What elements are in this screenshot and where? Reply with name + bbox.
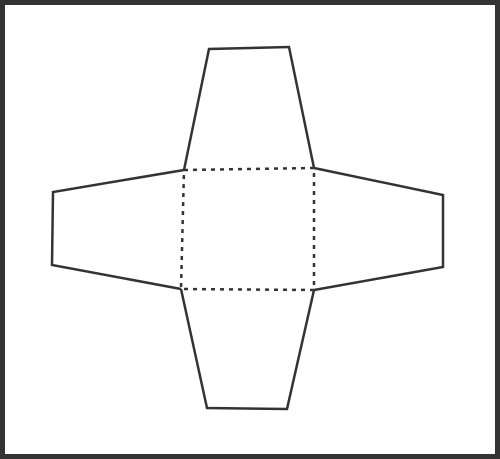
center-fold-square — [179, 166, 316, 292]
top-flap — [182, 45, 316, 171]
right-flap — [313, 166, 445, 292]
bottom-flap — [179, 288, 316, 411]
left-flap — [50, 168, 185, 291]
